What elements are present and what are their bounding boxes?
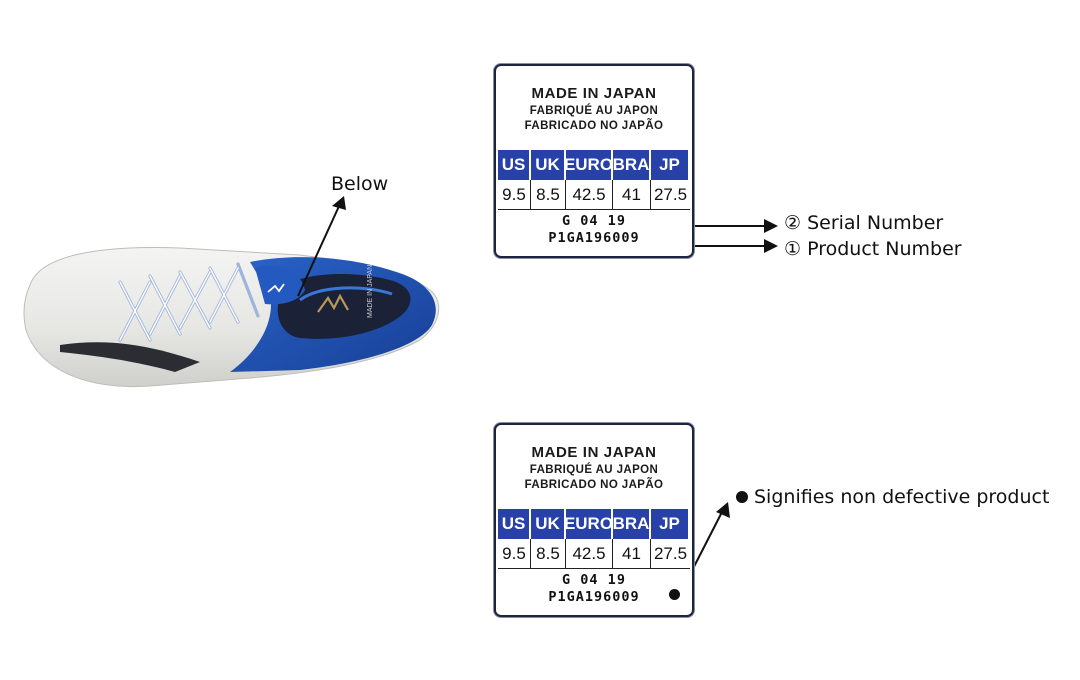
- made-in-pt-text: FABRICADO NO JAPÃO: [524, 119, 664, 132]
- size-value-uk: 8.5: [531, 180, 566, 210]
- tag-header: MADE IN JAPAN FABRIQUÉ AU JAPON FABRICAD…: [496, 66, 692, 150]
- runbird-side: [60, 342, 200, 372]
- product-number-text: P1GA196009: [548, 230, 640, 246]
- non-defective-bullet-icon: [736, 491, 748, 503]
- size-value-jp: 27.5: [651, 180, 690, 210]
- size-header-euro: EURO: [564, 509, 613, 539]
- serial-number-callout: ② Serial Number: [784, 212, 944, 234]
- svg-text:MADE IN JAPAN: MADE IN JAPAN: [367, 265, 374, 318]
- shoe-tongue: [255, 265, 305, 305]
- mizuno-logo-insole: [317, 293, 349, 313]
- size-grid: US UK EURO BRA JP 9.5 8.5 42.5 41 27.5: [498, 150, 690, 210]
- size-header-euro: EURO: [564, 150, 613, 180]
- size-value-bra: 41: [613, 539, 651, 569]
- shoe-collar: [277, 274, 411, 339]
- shoe-heel-blue: [230, 257, 436, 372]
- below-arrow-head: [332, 196, 346, 210]
- tag-header: MADE IN JAPAN FABRIQUÉ AU JAPON FABRICAD…: [496, 425, 692, 509]
- size-value-bra: 41: [613, 180, 651, 210]
- size-value-euro: 42.5: [566, 539, 613, 569]
- made-in-fr-text: FABRIQUÉ AU JAPON: [529, 463, 659, 476]
- made-in-text: MADE IN JAPAN: [531, 84, 657, 102]
- serial-number-text: G 04 19: [562, 572, 626, 588]
- below-arrow-line: [297, 203, 341, 297]
- non-defective-callout: Signifies non defective product: [754, 486, 1050, 508]
- size-value-uk: 8.5: [531, 539, 566, 569]
- made-in-text: MADE IN JAPAN: [531, 443, 657, 461]
- size-value-jp: 27.5: [651, 539, 690, 569]
- tag-footer: G 04 19 P1GA196009: [496, 569, 692, 615]
- size-header-us: US: [498, 509, 531, 539]
- size-value-euro: 42.5: [566, 180, 613, 210]
- size-tag-bottom: MADE IN JAPAN FABRIQUÉ AU JAPON FABRICAD…: [494, 423, 694, 617]
- shoe-upper: [23, 247, 440, 388]
- product-arrow-head: [764, 239, 778, 253]
- size-value-us: 9.5: [498, 539, 531, 569]
- size-header-uk: UK: [531, 509, 566, 539]
- size-header-us: US: [498, 150, 531, 180]
- size-header-jp: JP: [651, 150, 690, 180]
- tag-footer: G 04 19 P1GA196009: [496, 210, 692, 256]
- below-callout: Below: [331, 173, 389, 195]
- product-number-text: P1GA196009: [548, 589, 640, 605]
- serial-arrow-head: [764, 219, 778, 233]
- size-header-bra: BRA: [613, 150, 651, 180]
- serial-number-text: G 04 19: [562, 213, 626, 229]
- non-defective-arrow-head: [716, 502, 730, 518]
- size-value-us: 9.5: [498, 180, 531, 210]
- product-number-callout: ① Product Number: [784, 238, 962, 260]
- size-header-bra: BRA: [613, 509, 651, 539]
- made-in-fr-text: FABRIQUÉ AU JAPON: [529, 104, 659, 117]
- size-grid: US UK EURO BRA JP 9.5 8.5 42.5 41 27.5: [498, 509, 690, 569]
- size-tag-top: MADE IN JAPAN FABRIQUÉ AU JAPON FABRICAD…: [494, 64, 694, 258]
- size-header-uk: UK: [531, 150, 566, 180]
- made-in-pt-text: FABRICADO NO JAPÃO: [524, 478, 664, 491]
- non-defective-dot: [669, 589, 680, 600]
- size-header-jp: JP: [651, 509, 690, 539]
- shoe-laces: [118, 262, 260, 342]
